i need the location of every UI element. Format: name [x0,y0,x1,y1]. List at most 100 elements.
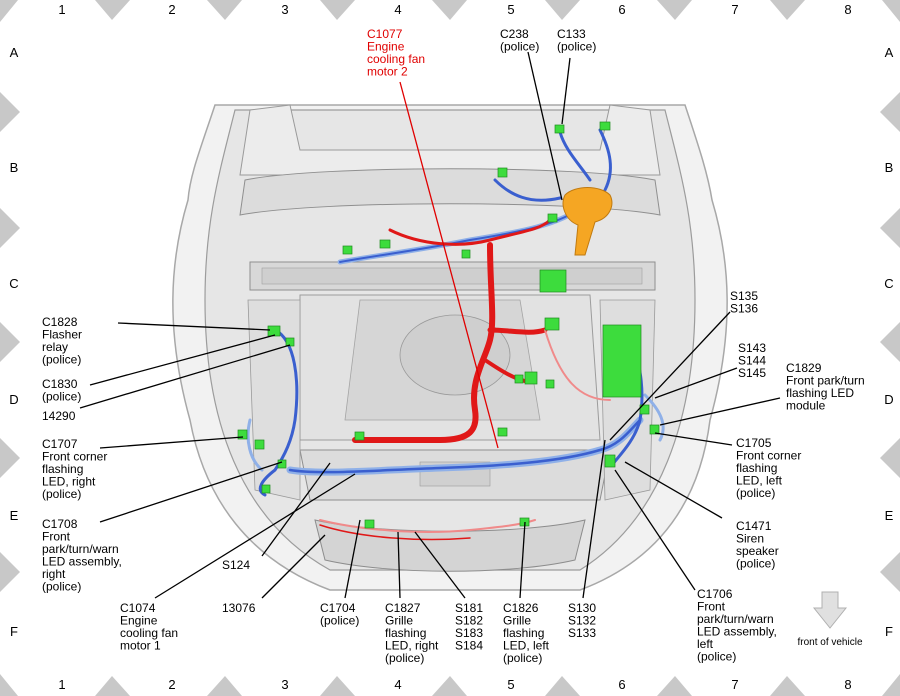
label-c238: C238(police) [500,27,539,54]
grid-col-1-bottom: 1 [58,677,65,692]
label-c1077-line: motor 2 [367,65,408,79]
grid-col-3-bottom: 3 [281,677,288,692]
label-c1707-line: C1707 [42,437,78,451]
grid-col-2-top: 2 [168,2,175,17]
label-c1828-line: C1828 [42,315,78,329]
label-s181-line: S183 [455,626,483,640]
label-s124-line: S124 [222,558,250,572]
label-c1827-line: flashing [385,626,426,640]
grid-row-E-left: E [10,508,19,523]
label-c1704: C1704(police) [320,601,359,628]
label-c1707-line: (police) [42,487,81,501]
label-c1708-line: (police) [42,580,81,594]
highlighted-component [562,187,613,256]
grid-col-7-bottom: 7 [731,677,738,692]
label-c1704-line: (police) [320,614,359,628]
label-c1829-line: module [786,399,826,413]
label-c1706-line: (police) [697,650,736,664]
grid-row-F-right: F [885,624,893,639]
label-s143-line: S145 [738,366,766,380]
label-c1707-line: LED, right [42,475,96,489]
grid-row-B-right: B [885,160,894,175]
grid-row-A-right: A [885,45,894,60]
label-c133-line: (police) [557,40,596,54]
label-c1077-line: Engine [367,40,405,54]
label-c1826-line: flashing [503,626,544,640]
label-s143-line: S143 [738,341,766,355]
label-c1827-line: (police) [385,651,424,665]
label-c1705-line: flashing [736,461,777,475]
grid-col-5-bottom: 5 [507,677,514,692]
front-of-vehicle-label: front of vehicle [797,637,862,648]
label-c1826-line: (police) [503,651,542,665]
label-c133-line: C133 [557,27,586,41]
grid-col-4-bottom: 4 [394,677,401,692]
grid-col-1-top: 1 [58,2,65,17]
grid-row-C-right: C [884,276,893,291]
label-c1828-line: (police) [42,353,81,367]
label-c1706-line: LED assembly, [697,625,777,639]
wiring-harness [246,128,665,541]
label-c1471-line: C1471 [736,519,772,533]
label-c1828-line: Flasher [42,328,82,342]
vehicle-illustration [172,104,728,591]
label-c1705-line: C1705 [736,436,772,450]
label-c1074-line: motor 1 [120,639,161,653]
label-c1826-line: Grille [503,614,531,628]
label-s135-line: S135 [730,289,758,303]
label-c1708-line: LED assembly, [42,555,122,569]
label-c1830-line: C1830 [42,377,78,391]
label-n13076-line: 13076 [222,601,256,615]
label-s135-line: S136 [730,302,758,316]
grid-col-6-top: 6 [618,2,625,17]
grid-row-E-right: E [885,508,894,523]
label-c1829-line: Front park/turn [786,374,865,388]
grid-row-D-left: D [9,392,18,407]
grid-row-F-left: F [10,624,18,639]
label-n14290: 14290 [42,409,76,423]
label-c133: C133(police) [557,27,596,54]
label-c1706-line: left [697,637,714,651]
label-s143-line: S144 [738,354,766,368]
grid-col-8-bottom: 8 [844,677,851,692]
label-s130-line: S133 [568,626,596,640]
label-c1074-line: C1074 [120,601,156,615]
label-c1830-line: (police) [42,390,81,404]
grid-col-6-bottom: 6 [618,677,625,692]
label-c1705-line: (police) [736,486,775,500]
label-c1826-line: LED, left [503,639,550,653]
label-c1471-line: Siren [736,532,764,546]
label-s124: S124 [222,558,250,572]
label-c1829-line: C1829 [786,361,822,375]
label-c1707-line: Front corner [42,450,107,464]
label-s181-line: S184 [455,639,483,653]
label-c1706-line: Front [697,600,726,614]
label-c1826-line: C1826 [503,601,539,615]
label-c1706-line: C1706 [697,587,733,601]
label-c1830: C1830(police) [42,377,81,404]
label-n14290-line: 14290 [42,409,76,423]
label-n13076: 13076 [222,601,256,615]
label-s130-line: S132 [568,614,596,628]
grid-col-4-top: 4 [394,2,401,17]
label-s181-line: S182 [455,614,483,628]
label-c1705-line: Front corner [736,449,801,463]
label-c1706-line: park/turn/warn [697,612,774,626]
label-c1708-line: park/turn/warn [42,542,119,556]
label-c1829-line: flashing LED [786,386,854,400]
label-c1708-line: C1708 [42,517,78,531]
